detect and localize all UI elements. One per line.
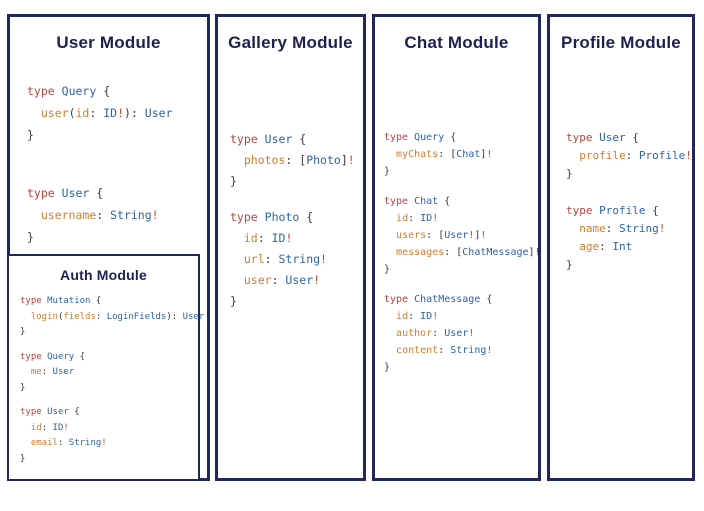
gallery-module-code: type User { photos: [Photo]!}type Photo … xyxy=(230,129,355,327)
code-line: users: [User!]! xyxy=(396,230,487,241)
gallery-module-title: Gallery Module xyxy=(228,33,353,52)
user-module-title: User Module xyxy=(56,33,161,52)
code-line: } xyxy=(230,174,237,188)
code-line: messages: [ChatMessage]! xyxy=(396,247,541,258)
auth-module-title: Auth Module xyxy=(60,267,147,283)
code-line: } xyxy=(27,128,34,142)
code-block: type Photo { id: ID! url: String! user: … xyxy=(230,207,355,312)
code-line: age: Int xyxy=(579,240,633,253)
code-line: } xyxy=(384,264,391,275)
code-line: type Query { xyxy=(27,84,111,98)
user-module-code: type Query { user(id: ID!): User}type Us… xyxy=(27,80,173,284)
chat-module-panel: Chat Module type Query { myChats: [Chat]… xyxy=(372,14,541,481)
code-line: type User { xyxy=(27,186,104,200)
code-line: email: String! xyxy=(30,438,107,448)
code-line: type Query { xyxy=(20,351,86,362)
code-line: type User { xyxy=(20,407,80,417)
code-line: profile: Profile! xyxy=(579,149,692,162)
auth-module-code: type Mutation { login(fields: LoginField… xyxy=(20,294,205,467)
code-block: type Chat { id: ID! users: [User!]! mess… xyxy=(384,193,541,278)
code-line: } xyxy=(566,167,573,180)
code-line: photos: [Photo]! xyxy=(243,153,355,167)
code-line: id: ID! xyxy=(30,422,69,433)
profile-module-panel: Profile Module type User { profile: Prof… xyxy=(547,14,695,481)
code-line: } xyxy=(27,230,34,244)
code-line: myChats: [Chat]! xyxy=(396,149,493,160)
code-line: id: ID! xyxy=(396,213,439,224)
code-line: url: String! xyxy=(243,252,327,266)
code-line: } xyxy=(20,327,26,337)
chat-module-code: type Query { myChats: [Chat]!}type Chat … xyxy=(384,129,541,389)
code-line: } xyxy=(384,362,391,373)
code-block: type Query { myChats: [Chat]!} xyxy=(384,129,541,180)
code-block: type User { id: ID! email: String!} xyxy=(20,405,198,467)
code-block: type Query { user(id: ID!): User} xyxy=(27,80,173,146)
code-line: type User { xyxy=(230,132,307,146)
code-line: type Photo { xyxy=(230,210,314,224)
code-line: } xyxy=(566,258,573,271)
code-line: } xyxy=(384,166,391,177)
code-line: login(fields: LoginFields): User xyxy=(30,311,205,322)
code-block: type ChatMessage { id: ID! author: User!… xyxy=(384,291,541,376)
code-line: me: User xyxy=(30,367,75,377)
code-line: type Mutation { xyxy=(20,296,102,306)
code-line: id: ID! xyxy=(396,311,439,322)
code-block: type User { username: String!} xyxy=(27,182,173,248)
code-line: content: String! xyxy=(396,345,493,356)
profile-module-code: type User { profile: Profile!}type Profi… xyxy=(566,129,692,293)
user-module-panel: User Module type Query { user(id: ID!): … xyxy=(7,14,210,481)
code-line: type Query { xyxy=(384,132,457,143)
auth-module-panel: Auth Module type Mutation { login(fields… xyxy=(7,254,205,481)
chat-module-title: Chat Module xyxy=(404,33,509,52)
gallery-module-panel: Gallery Module type User { photos: [Phot… xyxy=(215,14,366,481)
code-line: id: ID! xyxy=(243,231,293,245)
code-block: type User { profile: Profile!} xyxy=(566,129,692,183)
code-line: username: String! xyxy=(40,208,159,222)
code-block: type Profile { name: String! age: Int} xyxy=(566,202,692,274)
code-block: type User { photos: [Photo]!} xyxy=(230,129,355,192)
profile-module-title: Profile Module xyxy=(561,33,681,52)
code-line: type User { xyxy=(566,131,639,144)
code-line: name: String! xyxy=(579,222,666,235)
code-line: } xyxy=(20,453,26,464)
code-line: type ChatMessage { xyxy=(384,294,493,305)
code-block: type Query { me: User} xyxy=(20,350,198,397)
code-line: user: User! xyxy=(243,273,321,287)
code-line: user(id: ID!): User xyxy=(40,106,173,120)
code-line: author: User! xyxy=(396,328,475,339)
code-block: type Mutation { login(fields: LoginField… xyxy=(20,294,205,341)
code-line: } xyxy=(20,382,26,393)
code-line: type Profile { xyxy=(566,204,659,217)
code-line: type Chat { xyxy=(384,196,451,207)
code-line: } xyxy=(230,294,237,308)
